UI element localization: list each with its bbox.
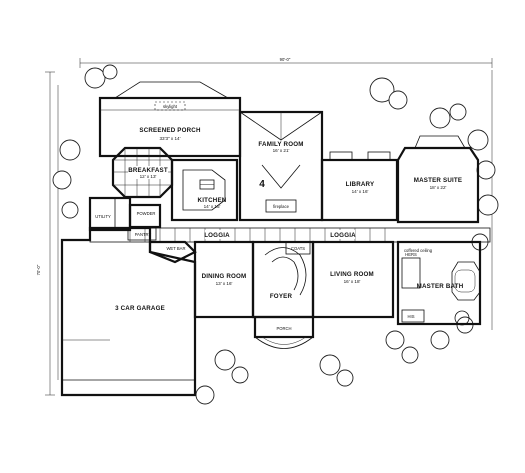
loggia-left-label: LOGGIA: [204, 232, 230, 239]
fireplace-label: fireplace: [273, 204, 289, 209]
kitchen-dim: 14' x 15': [204, 204, 221, 209]
wet-bar-label: WET BAR: [166, 246, 185, 251]
living-room-label: LIVING ROOM: [330, 271, 374, 278]
wet-bar: WET BAR: [148, 240, 197, 264]
porch-label: PORCH: [276, 326, 291, 331]
dining-room-dim: 13' x 16': [216, 281, 233, 286]
front-porch: PORCH: [253, 315, 315, 349]
library: LIBRARY 14' x 16': [320, 151, 399, 222]
dining-room: DINING ROOM 13' x 16': [193, 240, 255, 319]
powder-label: POWDER: [137, 211, 156, 216]
screened-porch-dim: 33'3" x 14': [159, 136, 180, 141]
side-dimension: 70'-0": [36, 264, 41, 275]
foyer-label: FOYER: [270, 293, 293, 300]
family-room-dim: 16' x 21': [273, 148, 290, 153]
living-room: LIVING ROOM 16' x 18': [311, 240, 395, 319]
coffered-ceiling-label: coffered ceiling: [404, 248, 433, 253]
pantry-label: PANTRY: [135, 232, 152, 237]
master-suite-label: MASTER SUITE: [414, 177, 462, 184]
master-suite-dim: 18' x 22': [430, 185, 447, 190]
coats-label: COATS: [291, 246, 305, 251]
garage-label: 3 CAR GARAGE: [115, 305, 165, 312]
overall-dimension: 90'-0": [280, 57, 291, 62]
garage: 3 CAR GARAGE: [60, 226, 197, 397]
dimension-lines: 90'-0" 70'-0": [36, 57, 493, 396]
dining-room-label: DINING ROOM: [202, 273, 247, 280]
kitchen-label: KITCHEN: [198, 197, 227, 204]
breakfast-label: BREAKFAST: [128, 167, 168, 174]
loggia-right-label: LOGGIA: [330, 232, 356, 239]
kitchen: KITCHEN 14' x 15': [170, 158, 239, 222]
library-label: LIBRARY: [346, 181, 375, 188]
section-number-mark: 4: [259, 179, 265, 190]
living-room-dim: 16' x 18': [344, 279, 361, 284]
screened-porch-label: SCREENED PORCH: [139, 127, 201, 134]
his-label: HIS: [408, 314, 415, 319]
landscape-trees: [52, 64, 499, 405]
screened-porch: skylight SCREENED PORCH 33'3" x 14': [98, 81, 242, 158]
master-suite: MASTER SUITE 18' x 22': [396, 135, 480, 224]
library-dim: 14' x 16': [352, 189, 369, 194]
breakfast-dim: 12' x 13': [140, 174, 157, 179]
family-room-label: FAMILY ROOM: [258, 141, 303, 148]
hers-label: HERS: [405, 252, 417, 257]
utility-label: UTILITY: [95, 214, 111, 219]
family-room: fireplace FAMILY ROOM 16' x 21' 4: [238, 110, 324, 222]
master-bath-area: coffered ceiling HERS HIS MASTER BATH: [396, 240, 482, 326]
skylight-label: skylight: [163, 104, 178, 109]
master-bath-label: MASTER BATH: [417, 283, 464, 290]
foyer: COATS FOYER: [251, 240, 315, 319]
breakfast-room: BREAKFAST 12' x 13': [111, 146, 174, 199]
